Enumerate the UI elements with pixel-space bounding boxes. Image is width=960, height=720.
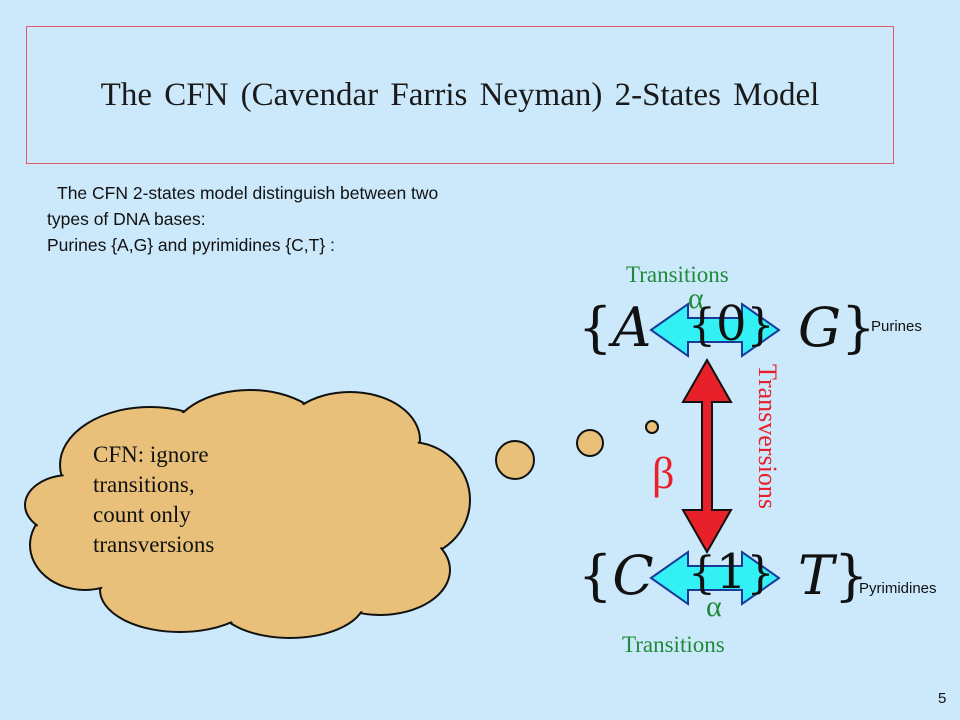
thought-bubble-medium bbox=[576, 429, 604, 457]
page-number: 5 bbox=[938, 690, 947, 707]
pyrimidine-set-c: {C bbox=[578, 544, 654, 607]
intro-text: The CFN 2-states model distinguish betwe… bbox=[47, 180, 607, 258]
intro-line-1: The CFN 2-states model distinguish betwe… bbox=[57, 183, 439, 203]
pyrimidines-label: Pyrimidines bbox=[859, 580, 937, 597]
pyrimidine-set-t: T} bbox=[798, 544, 869, 607]
thought-cloud bbox=[24, 389, 471, 639]
cloud-line-1: CFN: ignore bbox=[93, 442, 209, 467]
thought-bubble-small bbox=[645, 420, 659, 434]
cloud-line-4: transversions bbox=[93, 532, 215, 557]
purine-set-a: {A bbox=[578, 296, 652, 359]
alpha-bottom: α bbox=[706, 590, 722, 623]
state-one: {1} bbox=[688, 544, 775, 600]
beta-label: β bbox=[652, 449, 675, 498]
alpha-top: α bbox=[688, 282, 704, 315]
transversions-label: Transversions bbox=[753, 364, 782, 509]
bottom-transitions-label: Transitions bbox=[622, 632, 725, 657]
cloud-text: CFN: ignore transitions, count only tran… bbox=[93, 440, 293, 560]
transversion-arrow bbox=[681, 357, 733, 555]
state-zero: {0} bbox=[688, 296, 775, 352]
thought-bubble-large bbox=[495, 440, 535, 480]
slide-title: The CFN (Cavendar Farris Neyman) 2-State… bbox=[100, 76, 820, 113]
cloud-line-2: transitions, bbox=[93, 472, 195, 497]
transition-arrow-purines bbox=[649, 302, 781, 358]
title-box: The CFN (Cavendar Farris Neyman) 2-State… bbox=[26, 26, 894, 164]
intro-line-2: types of DNA bases: bbox=[47, 209, 206, 229]
top-transitions-label: Transitions bbox=[626, 262, 729, 287]
intro-line-3: Purines {A,G} and pyrimidines {C,T} : bbox=[47, 235, 335, 255]
cloud-line-3: count only bbox=[93, 502, 191, 527]
purines-label: Purines bbox=[871, 318, 922, 335]
purine-set-g: G} bbox=[798, 296, 876, 359]
transition-arrow-pyrimidines bbox=[649, 550, 781, 606]
